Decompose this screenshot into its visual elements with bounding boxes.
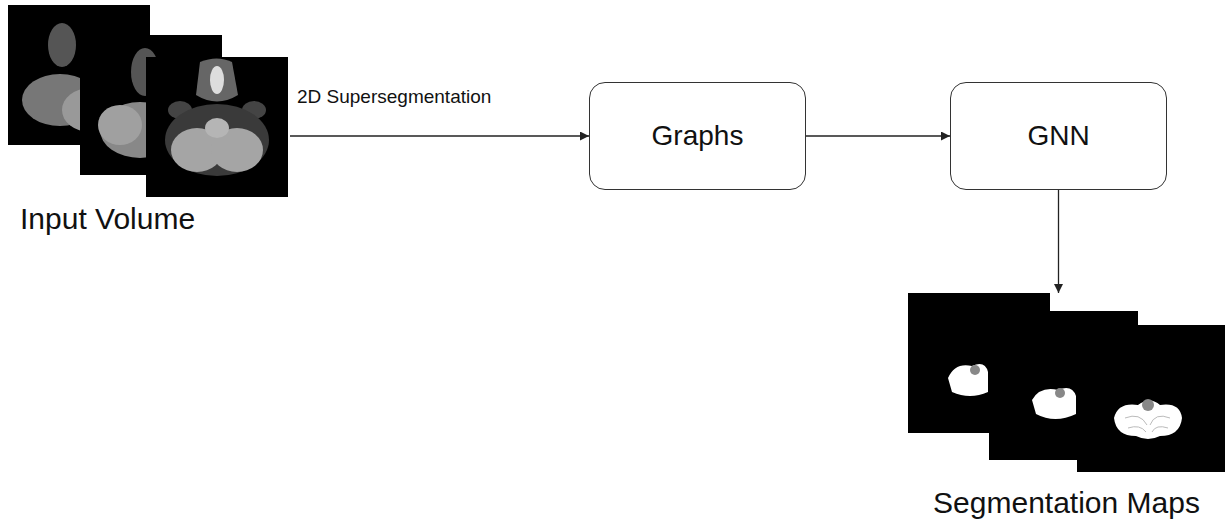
stack-label: Segmentation Maps (933, 486, 1200, 520)
arrow-connector (290, 135, 589, 136)
mri-slice (146, 57, 288, 197)
segmentation-map (1077, 325, 1225, 472)
edge-label: 2D Supersegmentation (295, 86, 493, 108)
image-stack: Input Volume (8, 5, 290, 240)
stack-label: Input Volume (20, 202, 195, 236)
arrow-connector (806, 135, 950, 136)
box-label: GNN (1027, 120, 1089, 152)
arrow-connector (1058, 190, 1059, 293)
process-box: GNN (950, 82, 1167, 190)
process-box: Graphs (589, 82, 806, 190)
image-stack: Segmentation Maps (908, 293, 1225, 523)
box-label: Graphs (652, 120, 744, 152)
